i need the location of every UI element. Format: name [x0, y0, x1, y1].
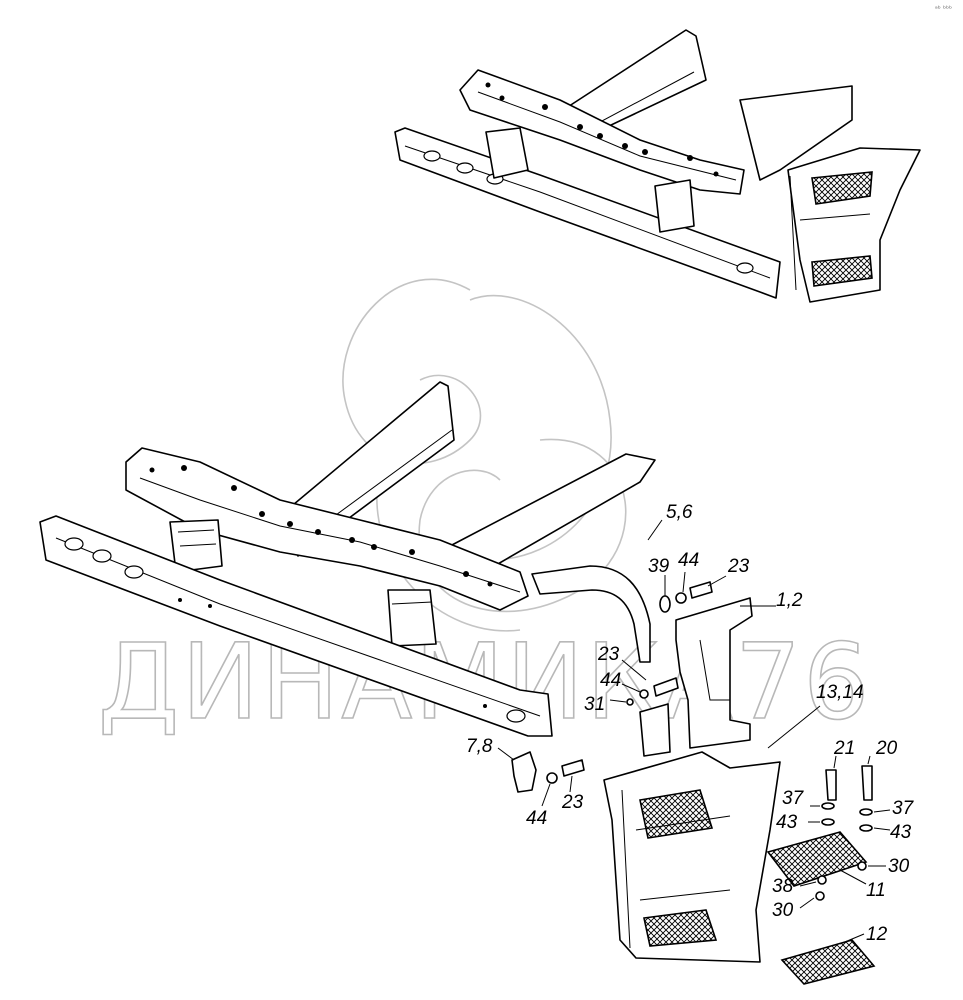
tread-plate-12: [780, 939, 876, 985]
callout-38: 38: [772, 876, 794, 897]
callout-23a: 23: [727, 556, 750, 577]
callout-5-6: 5,6: [666, 502, 693, 523]
bolt-20: [861, 765, 873, 801]
washer-39: [659, 595, 671, 613]
callout-39: 39: [648, 556, 670, 577]
callout-12: 12: [866, 924, 888, 945]
bolt-21: [825, 769, 837, 801]
assembled-view-top: [394, 29, 921, 303]
callout-20: 20: [875, 738, 898, 759]
corner-mark: ᵃᵇ ᵇᵇᵇ: [935, 5, 952, 13]
callout-1-2: 1,2: [776, 590, 803, 611]
callout-30b: 30: [772, 900, 794, 921]
callout-44c: 44: [526, 808, 547, 829]
callout-43b: 43: [890, 822, 912, 843]
callout-37b: 37: [892, 798, 915, 819]
callout-23c: 23: [561, 792, 584, 813]
callout-31: 31: [584, 694, 605, 715]
tread-plate-11: [766, 831, 868, 887]
callout-13-14: 13,14: [816, 682, 864, 703]
tube-bracket-part: [531, 565, 651, 663]
callout-21: 21: [833, 738, 855, 759]
bolt-23b: [653, 677, 679, 697]
callout-30a: 30: [888, 856, 910, 877]
bolt-23: [689, 581, 713, 599]
callout-37a: 37: [782, 788, 805, 809]
nut-44: [675, 592, 687, 604]
callout-11: 11: [866, 880, 886, 901]
callout-labels: 5,6 39 44 23 1,2 23 44 31 13,14 7,8 23 4…: [466, 502, 915, 945]
main-bracket-part: [675, 597, 753, 749]
exploded-view-main: [39, 381, 656, 737]
callout-23b: 23: [597, 644, 620, 665]
callout-44b: 44: [600, 670, 621, 691]
callout-44a: 44: [678, 550, 699, 571]
small-bracket-part: [511, 751, 537, 793]
callout-43a: 43: [776, 812, 798, 833]
callout-7-8: 7,8: [466, 736, 493, 757]
